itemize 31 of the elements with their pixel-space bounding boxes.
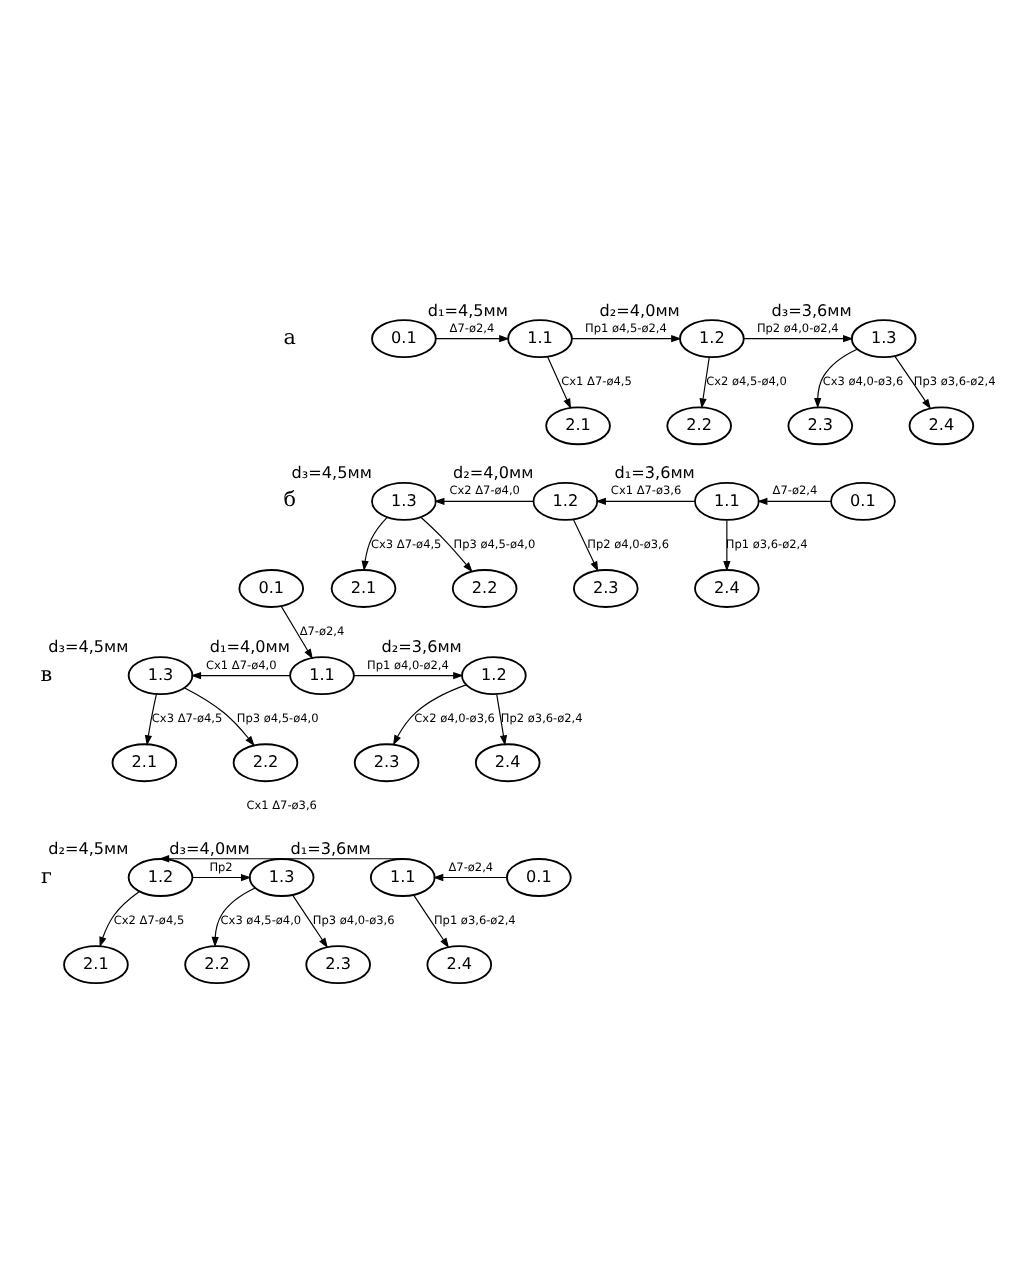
label: а: [283, 324, 296, 349]
arrow: [144, 692, 157, 745]
arrow: [420, 515, 473, 572]
arrow: [572, 518, 599, 571]
arrow: [571, 334, 682, 342]
arrow: [743, 334, 854, 342]
arrow: [158, 854, 404, 862]
arrow: [547, 355, 572, 409]
arrow: [413, 893, 450, 948]
label: б: [283, 487, 296, 512]
arrow: [393, 683, 467, 745]
arrow: [757, 496, 832, 504]
arrow: [894, 355, 931, 409]
arrow: [353, 670, 464, 679]
arrow: [595, 496, 696, 504]
arrow: [496, 692, 508, 745]
arrow: [699, 355, 710, 408]
arrow: [814, 347, 858, 408]
arrow: [361, 516, 388, 571]
arrow: [99, 890, 140, 947]
arrow: [184, 686, 255, 746]
arrow: [191, 872, 252, 881]
arrow: [292, 893, 328, 948]
arrow: [280, 604, 313, 659]
arrow: [190, 670, 291, 679]
arrow: [432, 872, 508, 881]
arrow: [434, 496, 535, 504]
label: г: [40, 863, 52, 888]
arrow: [211, 886, 256, 947]
label: в: [40, 661, 53, 686]
arrow: [435, 334, 510, 342]
